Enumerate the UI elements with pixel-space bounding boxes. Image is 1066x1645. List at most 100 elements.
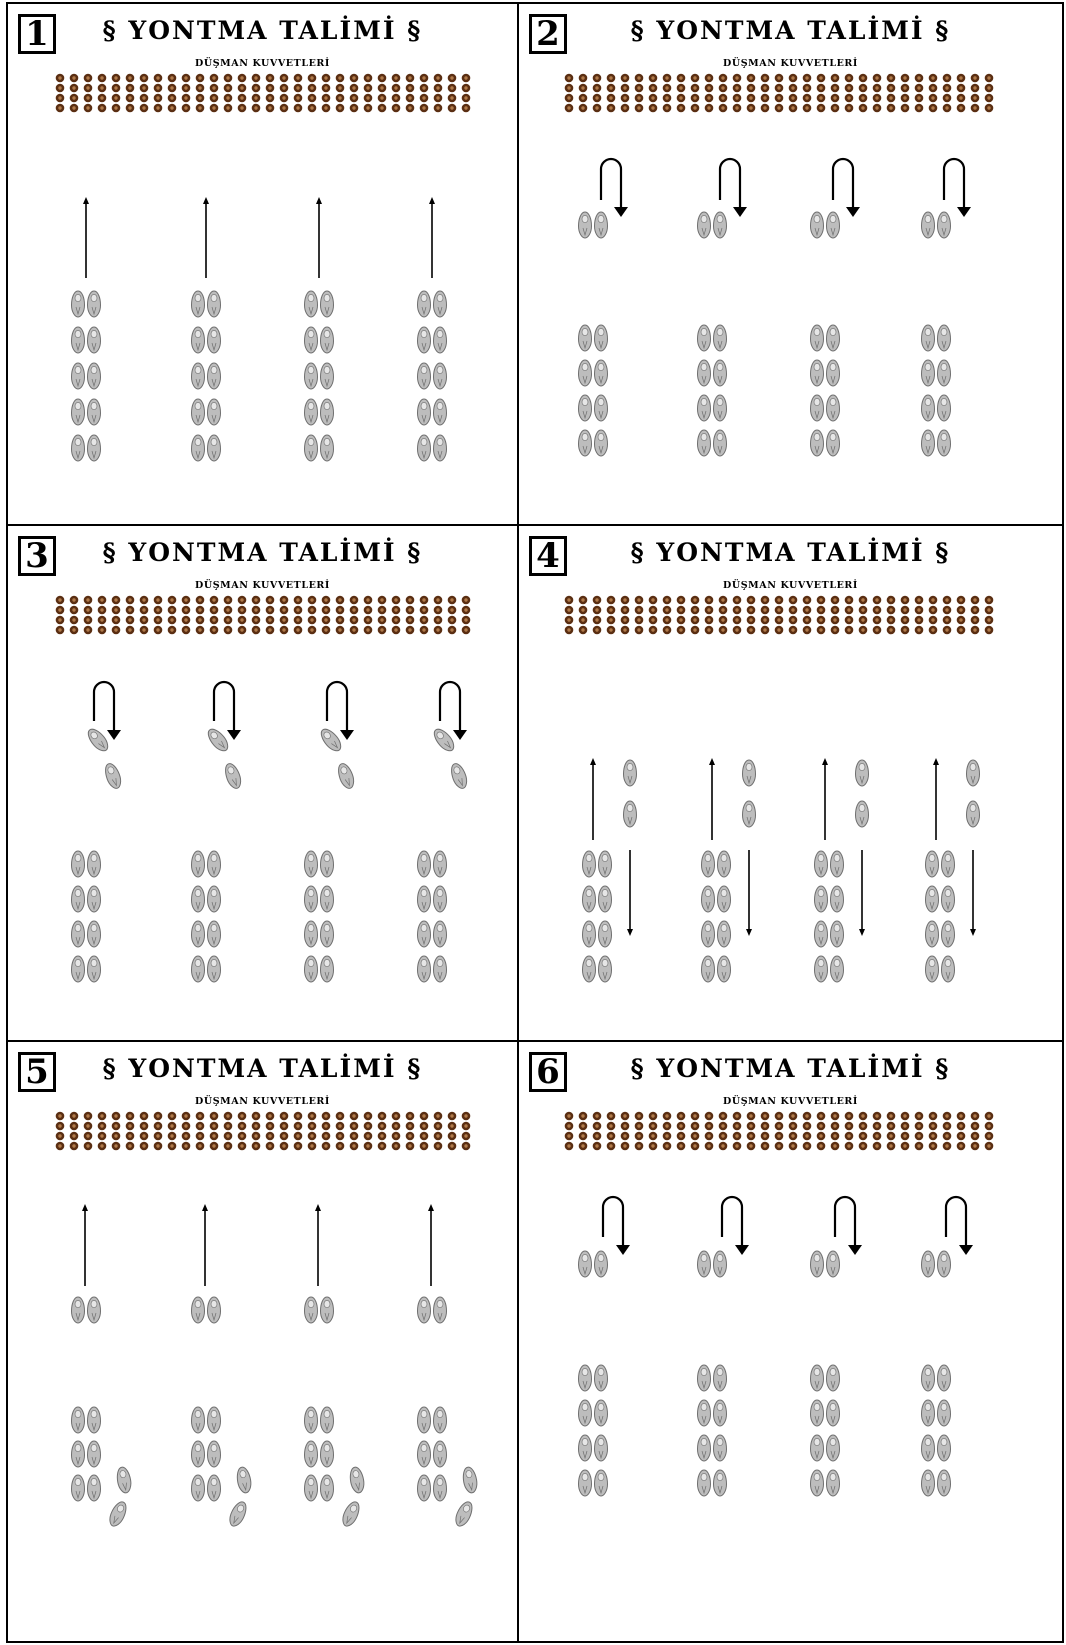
soldier-icon bbox=[321, 921, 334, 947]
soldier-icon bbox=[208, 1475, 221, 1501]
enemy-soldier-icon bbox=[621, 626, 630, 635]
enemy-soldier-icon bbox=[294, 596, 303, 605]
enemy-soldier-icon bbox=[579, 104, 588, 113]
withdraw-arrow-icon bbox=[970, 850, 976, 936]
enemy-soldier-icon bbox=[915, 94, 924, 103]
enemy-soldier-icon bbox=[705, 1142, 714, 1151]
enemy-soldier-icon bbox=[378, 74, 387, 83]
enemy-soldier-icon bbox=[663, 626, 672, 635]
enemy-soldier-icon bbox=[448, 596, 457, 605]
enemy-soldier-icon bbox=[971, 1142, 980, 1151]
soldier-icon bbox=[88, 363, 101, 389]
enemy-soldier-icon bbox=[168, 94, 177, 103]
withdraw-arrow-icon bbox=[859, 850, 865, 936]
soldier-icon bbox=[599, 921, 612, 947]
soldier-icon bbox=[88, 851, 101, 877]
enemy-soldier-icon bbox=[84, 74, 93, 83]
enemy-soldier-icon bbox=[929, 74, 938, 83]
enemy-soldier-icon bbox=[677, 1122, 686, 1131]
enemy-soldier-icon bbox=[406, 1122, 415, 1131]
enemy-soldier-icon bbox=[126, 616, 135, 625]
enemy-soldier-icon bbox=[635, 1132, 644, 1141]
soldier-column bbox=[926, 851, 955, 982]
enemy-soldier-icon bbox=[747, 1122, 756, 1131]
enemy-soldier-icon bbox=[462, 1142, 471, 1151]
enemy-formation bbox=[56, 74, 471, 113]
soldier-icon bbox=[418, 1441, 431, 1467]
enemy-soldier-icon bbox=[280, 84, 289, 93]
enemy-soldier-icon bbox=[985, 74, 994, 83]
soldier-icon bbox=[418, 363, 431, 389]
enemy-soldier-icon bbox=[56, 84, 65, 93]
soldier-icon bbox=[434, 886, 447, 912]
enemy-soldier-icon bbox=[392, 1132, 401, 1141]
enemy-soldier-icon bbox=[887, 84, 896, 93]
enemy-soldier-icon bbox=[98, 616, 107, 625]
soldier-icon bbox=[88, 399, 101, 425]
soldier-icon bbox=[305, 956, 318, 982]
enemy-soldier-icon bbox=[719, 626, 728, 635]
enemy-soldier-icon bbox=[971, 74, 980, 83]
enemy-soldier-icon bbox=[350, 1112, 359, 1121]
enemy-soldier-icon bbox=[364, 606, 373, 615]
enemy-soldier-icon bbox=[364, 1122, 373, 1131]
enemy-soldier-icon bbox=[224, 626, 233, 635]
enemy-soldier-icon bbox=[831, 596, 840, 605]
advance-arrow-icon bbox=[316, 197, 322, 278]
drill-diagram bbox=[519, 4, 1064, 526]
enemy-soldier-icon bbox=[621, 94, 630, 103]
soldier-icon bbox=[208, 1441, 221, 1467]
enemy-soldier-icon bbox=[98, 606, 107, 615]
enemy-soldier-icon bbox=[985, 616, 994, 625]
enemy-soldier-icon bbox=[434, 596, 443, 605]
enemy-soldier-icon bbox=[322, 596, 331, 605]
soldier-icon bbox=[811, 1470, 824, 1496]
enemy-soldier-icon bbox=[378, 1112, 387, 1121]
soldier-icon bbox=[192, 956, 205, 982]
soldier-icon bbox=[222, 762, 243, 791]
enemy-soldier-icon bbox=[56, 616, 65, 625]
enemy-soldier-icon bbox=[579, 94, 588, 103]
enemy-soldier-icon bbox=[635, 84, 644, 93]
enemy-soldier-icon bbox=[705, 74, 714, 83]
enemy-soldier-icon bbox=[677, 626, 686, 635]
enemy-soldier-icon bbox=[84, 596, 93, 605]
enemy-soldier-icon bbox=[252, 596, 261, 605]
soldier-icon bbox=[942, 851, 955, 877]
soldier-icon bbox=[418, 851, 431, 877]
soldier-icon bbox=[599, 886, 612, 912]
enemy-soldier-icon bbox=[224, 94, 233, 103]
enemy-soldier-icon bbox=[280, 606, 289, 615]
u-turn-arrow-icon bbox=[720, 159, 747, 217]
soldier-icon bbox=[938, 1400, 951, 1426]
enemy-formation bbox=[565, 1112, 994, 1151]
enemy-soldier-icon bbox=[336, 616, 345, 625]
enemy-soldier-icon bbox=[985, 606, 994, 615]
enemy-soldier-icon bbox=[607, 626, 616, 635]
enemy-soldier-icon bbox=[294, 104, 303, 113]
enemy-soldier-icon bbox=[462, 104, 471, 113]
enemy-soldier-icon bbox=[364, 94, 373, 103]
enemy-soldier-icon bbox=[336, 94, 345, 103]
enemy-soldier-icon bbox=[126, 1142, 135, 1151]
enemy-soldier-icon bbox=[733, 1142, 742, 1151]
enemy-soldier-icon bbox=[607, 104, 616, 113]
enemy-soldier-icon bbox=[635, 104, 644, 113]
soldier-icon bbox=[321, 1297, 334, 1323]
drill-diagram bbox=[8, 1042, 519, 1643]
enemy-soldier-icon bbox=[98, 626, 107, 635]
enemy-soldier-icon bbox=[406, 616, 415, 625]
soldier-icon bbox=[938, 395, 951, 421]
enemy-soldier-icon bbox=[943, 616, 952, 625]
enemy-soldier-icon bbox=[224, 1132, 233, 1141]
soldier-icon bbox=[72, 1475, 85, 1501]
enemy-soldier-icon bbox=[971, 596, 980, 605]
enemy-soldier-icon bbox=[719, 84, 728, 93]
enemy-soldier-icon bbox=[915, 1112, 924, 1121]
soldier-icon bbox=[583, 956, 596, 982]
enemy-soldier-icon bbox=[252, 606, 261, 615]
soldier-icon bbox=[698, 212, 711, 238]
enemy-soldier-icon bbox=[859, 596, 868, 605]
enemy-soldier-icon bbox=[677, 94, 686, 103]
soldier-icon bbox=[595, 1470, 608, 1496]
